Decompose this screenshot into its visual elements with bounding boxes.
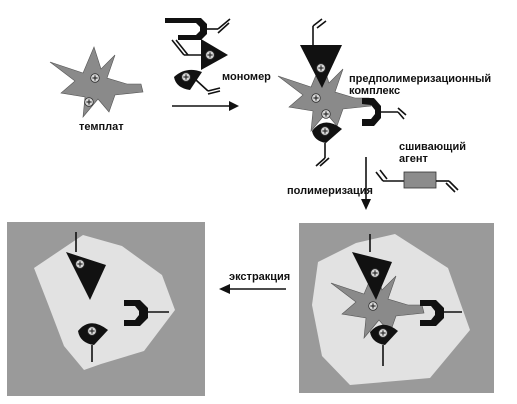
polymer-with-template (299, 223, 494, 393)
arrow-polymerization (361, 157, 371, 210)
arrow-to-complex (172, 101, 239, 111)
crosslinker-label: сшивающий агент (399, 141, 466, 165)
crosslinker-molecule (375, 169, 459, 193)
polymerization-label: полимеризация (287, 185, 373, 197)
prepolymerization-complex (277, 18, 407, 167)
complex-label-line1: предполимеризационный (349, 73, 492, 85)
monomer-drop (174, 69, 221, 95)
extraction-label: экстракция (229, 271, 291, 283)
crosslinker-label-line2: агент (399, 152, 428, 165)
monomer-triangle (171, 39, 228, 70)
template-molecule (49, 46, 144, 118)
crosslinker-label-line1: сшивающий (399, 141, 466, 153)
complex-label-line2: комплекс (349, 84, 401, 97)
monomer-label: мономер (222, 71, 271, 83)
template-label: темплат (79, 121, 124, 133)
imprinted-polymer (7, 222, 205, 396)
complex-label: предполимеризационный комплекс (349, 73, 492, 97)
arrow-extraction (219, 284, 286, 294)
monomer-cup (165, 18, 231, 40)
